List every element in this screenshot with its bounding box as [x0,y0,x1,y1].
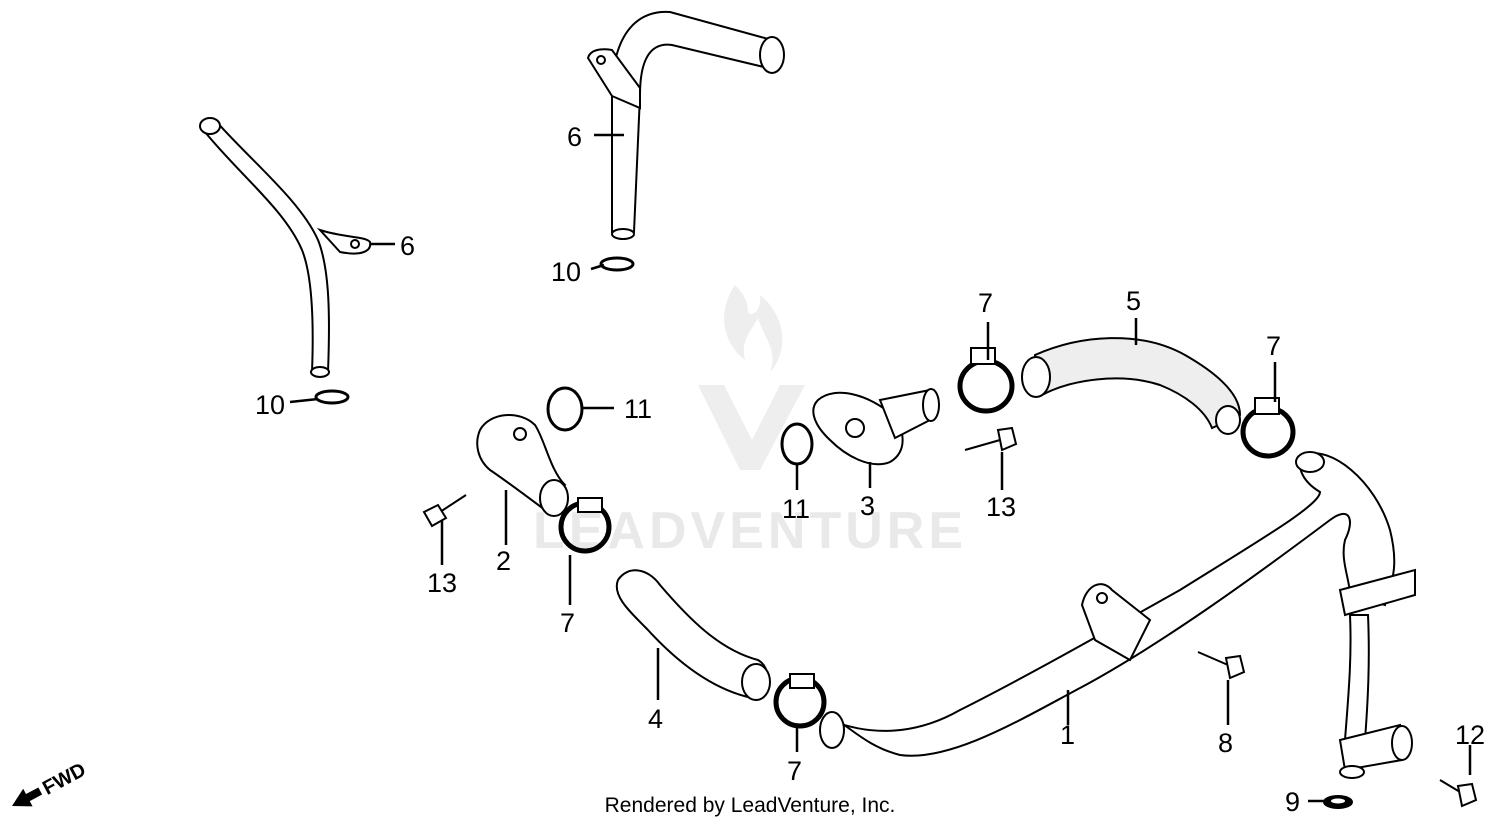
part-9-washer-hole [1331,798,1345,804]
part-7-hose-clamp-right [1240,397,1296,459]
part-5-upper-hose [1021,337,1242,435]
part-7-hose-clamp-top [957,347,1015,414]
callout-9: 9 [1285,787,1300,817]
part-7-hose-clamp-left [558,497,612,554]
callout-5: 5 [1126,286,1141,316]
callout-13-left: 13 [427,568,457,598]
callout-7-bottom: 7 [787,756,802,786]
forward-direction-indicator: FWD [12,759,90,807]
part-8-bolt [1197,651,1246,680]
callout-4: 4 [648,704,663,734]
forward-arrow-icon [12,787,43,807]
callout-10-top: 10 [551,257,581,287]
callout-8: 8 [1218,728,1233,758]
part-10-o-ring-left [314,389,350,405]
callout-12: 12 [1455,720,1485,750]
part-11-gasket-center [780,422,814,466]
callout-6-top: 6 [567,122,582,152]
render-credit: Rendered by LeadVenture, Inc. [605,794,896,817]
callout-11-left: 11 [624,394,652,424]
callout-labels: 6 6 10 10 11 7 5 7 11 3 13 13 2 7 4 1 7 … [255,122,1485,817]
callout-7-left: 7 [560,608,575,638]
part-7-hose-clamp-bottom [773,673,827,729]
callout-13-center: 13 [986,492,1016,522]
callout-11-center: 11 [782,494,810,524]
part-12-bolt [1439,779,1478,808]
leader-lines [289,133,1472,803]
part-13-bolt-left [422,494,467,528]
watermark-v-icon [698,385,805,470]
part-4-lower-hose [615,569,771,701]
part-6-top-water-pipe [586,10,785,240]
part-6-left-water-pipe [199,117,372,378]
callout-7-top: 7 [978,288,993,318]
callout-6-left: 6 [400,231,415,261]
forward-label: FWD [39,759,90,800]
part-1-main-water-pipe [819,451,1416,779]
callout-2: 2 [496,546,511,576]
callout-7-right: 7 [1266,331,1281,361]
callout-1: 1 [1060,720,1075,750]
part-3-water-joint [812,388,940,466]
callout-10-left: 10 [255,390,285,420]
part-2-water-elbow [476,413,569,517]
part-10-o-ring-top [599,256,635,272]
part-13-bolt-center [964,426,1018,452]
watermark-flame-icon [724,285,783,372]
part-11-gasket-left [546,386,584,432]
callout-3: 3 [860,491,875,521]
